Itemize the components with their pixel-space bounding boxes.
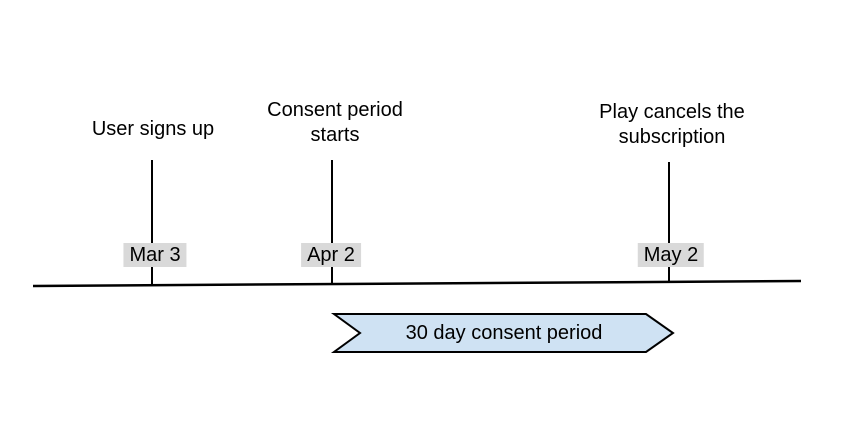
date-chip-mar-3: Mar 3 (123, 243, 187, 267)
date-chip-apr-2: Apr 2 (301, 243, 361, 267)
timeline-axis-line (32, 279, 802, 288)
event-title-play-cancels-subscription: Play cancels the subscription (599, 101, 745, 148)
event-title-user-signs-up: User signs up (91, 118, 215, 140)
event-title-consent-period-starts: Consent period starts (267, 99, 403, 146)
date-chip-may-2: May 2 (637, 243, 705, 267)
consent-period-banner-shape (330, 313, 675, 353)
consent-period-banner-label: 30 day consent period (405, 322, 603, 344)
